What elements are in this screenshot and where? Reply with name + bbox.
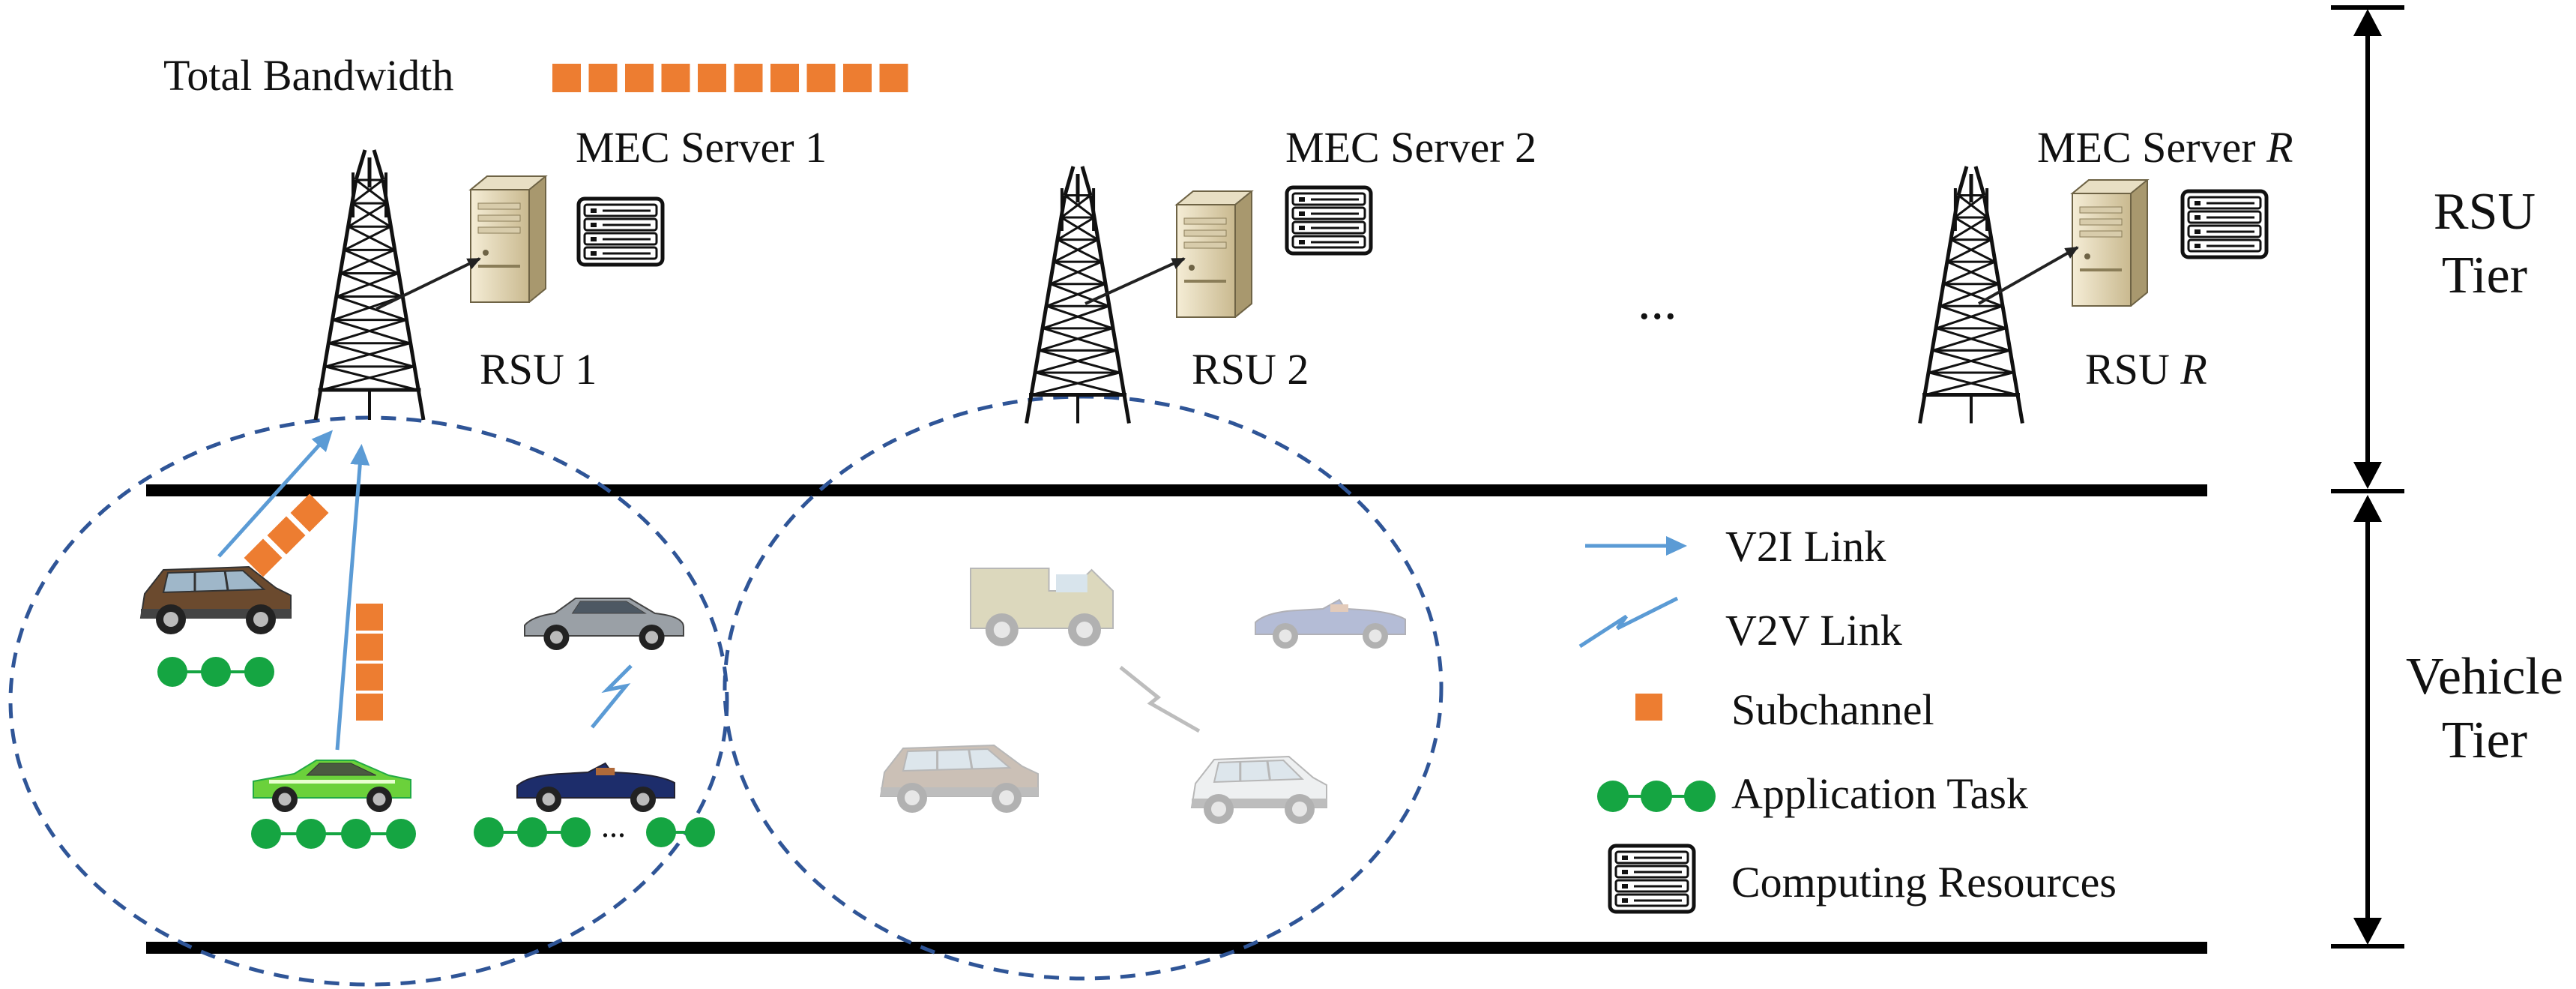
- rsu-tower-2: [1025, 166, 1131, 424]
- task-node: [474, 817, 504, 847]
- legend-subchannel-label: Subchannel: [1731, 685, 1934, 734]
- bandwidth-block: [588, 64, 618, 92]
- v2i-link-suv: [217, 430, 334, 558]
- task-node: [251, 819, 281, 849]
- mec-server-r-icon: [2070, 179, 2150, 307]
- v2v-link-1: [591, 664, 633, 729]
- bandwidth-block: [879, 64, 908, 92]
- rsu-2-to-server-arrow: [1085, 257, 1186, 305]
- total-bandwidth-label: Total Bandwidth: [163, 51, 454, 100]
- bandwidth-block: [734, 64, 763, 92]
- rsu-label-r: RSU R: [2085, 345, 2207, 394]
- bandwidth-block: [770, 64, 799, 92]
- rsu-1-to-server-arrow: [375, 257, 481, 310]
- tier-bracket: [2331, 5, 2404, 949]
- task-node: [296, 819, 326, 849]
- legend-computing-icon: [1608, 844, 1696, 914]
- task-node: [517, 817, 547, 847]
- bandwidth-block: [698, 64, 726, 92]
- computing-resources-icon: [576, 196, 665, 267]
- legend-v2i-label: V2I Link: [1725, 522, 1886, 571]
- total-bandwidth-blocks: [552, 64, 908, 92]
- rsu-tower-r: [1918, 166, 2024, 424]
- task-node: [157, 657, 187, 687]
- vehicle-sedan: [524, 598, 684, 650]
- legend-task-label: Application Task: [1731, 769, 2028, 818]
- subchannel-group-suv: [244, 493, 329, 577]
- v2v-link-2: [1119, 666, 1201, 733]
- bandwidth-block: [806, 64, 836, 92]
- more-rsus-ellipsis: ...: [1638, 273, 1677, 331]
- task-node: [201, 657, 231, 687]
- rsu-tower-1: [313, 149, 426, 421]
- vehicle-suv: [1190, 755, 1327, 824]
- legend-task-icon: [1597, 781, 1716, 812]
- vehicle-convertible: [516, 762, 675, 812]
- task-node: [1684, 781, 1716, 812]
- legend-computing-label: Computing Resources: [1731, 858, 2117, 907]
- vehicle-suv: [879, 744, 1039, 813]
- legend-v2v-label: V2V Link: [1725, 606, 1902, 655]
- mec-server-2-icon: [1174, 190, 1254, 318]
- mec-server-1-icon: [468, 175, 548, 303]
- computing-resources-icon: [2180, 189, 2269, 259]
- task-node: [646, 817, 676, 847]
- application-task-chain: [474, 817, 715, 847]
- v2i-link-green-car: [335, 444, 370, 751]
- server-label-2: MEC Server 2: [1285, 123, 1537, 172]
- rsu-label-1: RSU 1: [480, 345, 597, 394]
- task-node: [386, 819, 416, 849]
- task-node: [685, 817, 715, 847]
- road-top: [146, 484, 2207, 496]
- bandwidth-block: [625, 64, 654, 92]
- bandwidth-block: [552, 64, 581, 92]
- application-task-chain: [157, 657, 274, 687]
- task-ellipsis: ...: [601, 808, 626, 844]
- bandwidth-block: [843, 64, 872, 92]
- rsu-label-2: RSU 2: [1192, 345, 1309, 394]
- vehicle-van: [970, 568, 1114, 646]
- server-label-1: MEC Server 1: [576, 123, 827, 172]
- legend-subchannel-icon: [1635, 694, 1662, 721]
- task-node: [561, 817, 591, 847]
- task-node: [244, 657, 274, 687]
- task-node: [1641, 781, 1672, 812]
- rsu-r-to-server-arrow: [1978, 246, 2079, 305]
- bandwidth-block: [661, 64, 690, 92]
- vehicle-convertible: [1255, 598, 1406, 649]
- application-task-chain: [251, 819, 416, 849]
- vehicle-suv: [139, 565, 292, 634]
- computing-resources-icon: [1285, 185, 1373, 256]
- legend-v2v-icon: [1578, 596, 1679, 649]
- task-node: [341, 819, 371, 849]
- road-bottom: [146, 942, 2207, 954]
- task-node: [1597, 781, 1629, 812]
- server-label-r: MEC Server R: [2037, 123, 2293, 172]
- vehicle-green-car: [253, 760, 411, 812]
- subchannel-group-green-car: [356, 604, 383, 721]
- coverage-area-rsu-2: [723, 394, 1444, 981]
